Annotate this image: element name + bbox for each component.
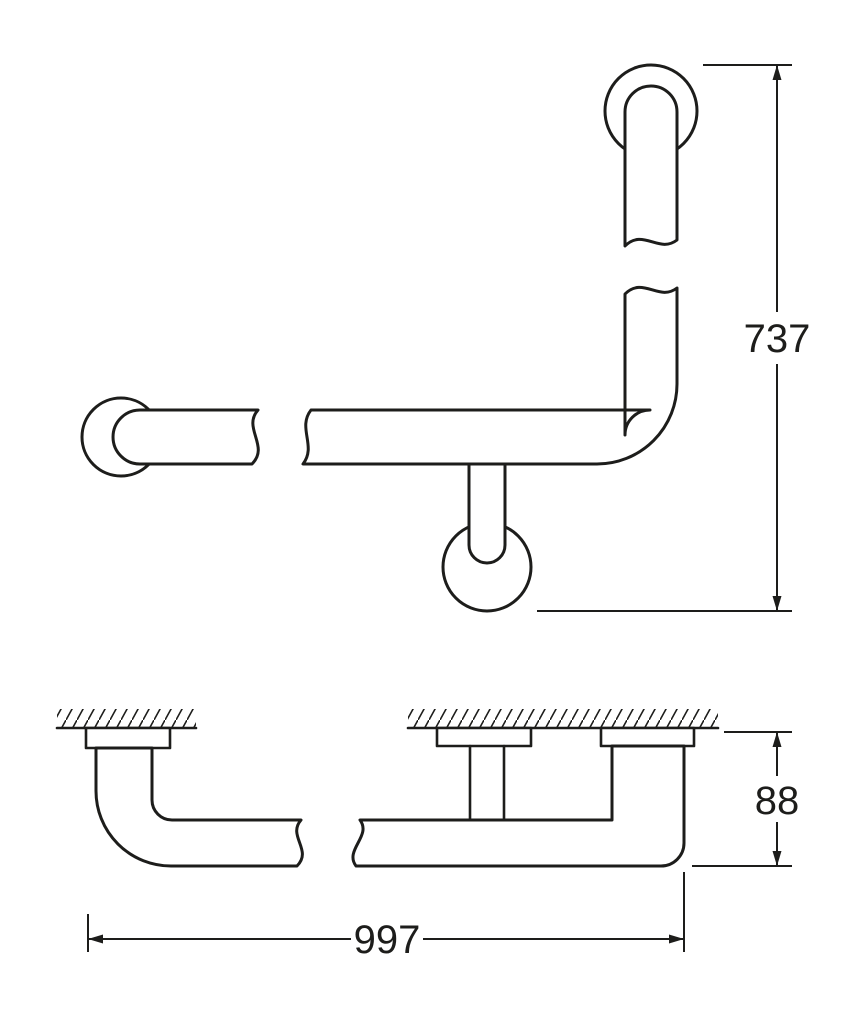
label-mask <box>750 776 804 822</box>
dimension-width: 997 <box>87 872 685 963</box>
mounting-plate-right <box>599 726 696 748</box>
label-mask <box>351 915 423 963</box>
dimension-height: 737 <box>537 64 812 612</box>
arrow-right-icon <box>669 934 684 944</box>
dimension-depth-label: 88 <box>755 779 800 823</box>
horizontal-arm-left-segment <box>111 408 260 466</box>
dimension-width-label: 997 <box>354 918 421 962</box>
side-view <box>55 709 720 868</box>
label-mask <box>742 312 812 364</box>
wall-hatching-right <box>408 709 718 728</box>
dimension-depth: 88 <box>692 731 804 867</box>
arrow-left-icon <box>88 934 103 944</box>
arrow-up-icon <box>772 65 782 80</box>
arrow-up-icon <box>772 732 782 747</box>
support-leg <box>467 462 507 565</box>
bar-body-with-elbow <box>301 286 679 466</box>
bar-profile-left <box>94 746 304 868</box>
arrow-down-icon <box>772 596 782 611</box>
bar-profile-right <box>351 744 686 868</box>
dimension-height-label: 737 <box>744 317 811 361</box>
wall-hatching-left <box>57 709 196 728</box>
vertical-arm-upper-segment <box>623 84 679 248</box>
mounting-plate-left <box>84 726 172 750</box>
plan-view <box>80 63 699 613</box>
mounting-plate-middle <box>435 726 533 748</box>
arrow-down-icon <box>772 851 782 866</box>
